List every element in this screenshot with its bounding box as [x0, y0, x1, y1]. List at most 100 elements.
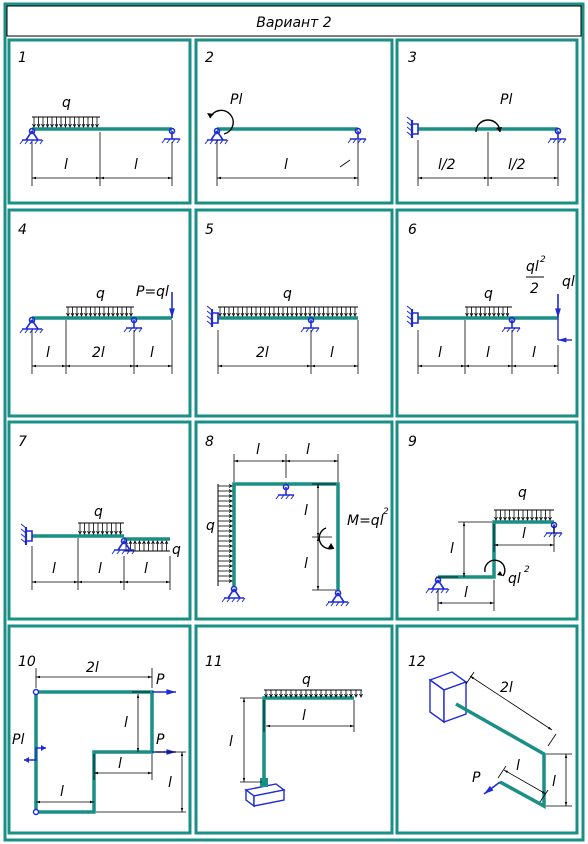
- fixed-block-icon: [428, 671, 468, 724]
- span-label: l: [144, 561, 148, 577]
- load-arrowhead: [281, 312, 285, 317]
- panel-7-diagram: q q l l l: [19, 504, 181, 590]
- load-arrowhead: [45, 123, 50, 128]
- dimension-label: l: [306, 442, 310, 458]
- load-arrowhead: [72, 123, 77, 128]
- load-arrowhead: [95, 123, 99, 128]
- hinge-icon: [32, 808, 40, 816]
- load-arrowhead: [231, 312, 236, 317]
- force-label: ql: [562, 274, 575, 290]
- span-label: l/2: [438, 157, 456, 173]
- load-arrowhead: [290, 312, 294, 317]
- load-arrowhead: [321, 312, 326, 317]
- load-arrowhead: [279, 693, 283, 698]
- load-arrowhead: [228, 534, 233, 538]
- load-arrowhead: [269, 693, 273, 698]
- load-arrowhead: [93, 312, 97, 317]
- load-arrowhead: [218, 312, 222, 317]
- load-arrowhead: [228, 574, 233, 578]
- load-arrowhead: [303, 312, 308, 317]
- load-arrowhead: [86, 123, 90, 128]
- load-arrowhead: [79, 312, 84, 317]
- load-arrowhead: [151, 540, 155, 545]
- dimension-label: 2l: [500, 680, 513, 696]
- load-arrowhead: [106, 312, 111, 317]
- panel-6-diagram: q ql 2 2 ql l l l: [405, 255, 575, 374]
- moment-exp-label: 2: [383, 507, 389, 517]
- load-arrowhead: [228, 484, 233, 488]
- load-label: q: [94, 504, 103, 520]
- load-arrowhead: [36, 123, 41, 128]
- load-arrowhead: [496, 312, 501, 317]
- load-arrowhead: [133, 540, 137, 545]
- load-arrowhead: [285, 312, 290, 317]
- load-arrowhead: [317, 312, 321, 317]
- load-arrowhead: [344, 312, 348, 317]
- load-arrowhead: [87, 530, 91, 535]
- dimension-line: [469, 675, 553, 731]
- load-arrowhead: [483, 312, 487, 317]
- load-arrowhead: [96, 530, 100, 535]
- panel-9-number: 9: [408, 434, 417, 450]
- load-label: q: [172, 542, 181, 558]
- load-arrowhead: [274, 693, 278, 698]
- panel-10-number: 10: [18, 654, 36, 670]
- load-label: q: [302, 672, 311, 688]
- load-arrowhead: [507, 516, 512, 521]
- panel-11-number: 11: [205, 654, 223, 670]
- load-arrowhead: [289, 693, 293, 698]
- moment-den-label: 2: [530, 281, 539, 297]
- dimension-label: l: [450, 541, 454, 557]
- load-arrowhead: [164, 540, 169, 545]
- span-label: l: [134, 157, 138, 173]
- load-arrowhead: [228, 514, 233, 518]
- load-arrowhead: [492, 312, 496, 317]
- panel-5-number: 5: [205, 222, 214, 238]
- panel-1-diagram: q l l: [19, 95, 181, 186]
- load-arrowhead: [344, 693, 348, 698]
- load-arrowhead: [349, 693, 353, 698]
- load-arrowhead: [505, 312, 510, 317]
- load-arrowhead: [91, 530, 96, 535]
- load-arrowhead: [312, 312, 317, 317]
- load-arrowhead: [319, 693, 323, 698]
- panel-12-diagram: P 2l l l: [428, 671, 572, 809]
- load-arrowhead: [228, 504, 233, 508]
- load-arrowhead: [128, 540, 133, 545]
- force-arrow: [483, 781, 501, 795]
- pin-support-icon: [19, 316, 44, 334]
- load-arrowhead: [227, 312, 231, 317]
- load-arrowhead: [228, 554, 233, 558]
- moment-label: Pl: [12, 732, 24, 748]
- load-arrowhead: [348, 312, 353, 317]
- span-label: l: [46, 345, 50, 361]
- dimension-label: l: [229, 734, 233, 750]
- panel-4-diagram: q P=ql l 2l l: [19, 284, 175, 374]
- load-arrowhead: [129, 312, 133, 317]
- load-arrowhead: [59, 123, 63, 128]
- pin-support-icon: [325, 589, 350, 607]
- load-arrowhead: [75, 312, 79, 317]
- force-label: P: [472, 770, 481, 786]
- load-arrowhead: [120, 312, 124, 317]
- panel-9-diagram: ql 2 q l l l: [425, 485, 563, 611]
- load-arrowhead: [521, 516, 525, 521]
- moment-arc: [209, 109, 234, 135]
- load-arrowhead: [82, 530, 87, 535]
- load-arrowhead: [534, 516, 539, 521]
- dimension-label: l: [302, 708, 306, 724]
- pin-support-icon: [221, 585, 246, 603]
- load-arrowhead: [124, 312, 129, 317]
- load-arrowhead: [109, 530, 114, 535]
- span-label: l: [284, 157, 288, 173]
- load-arrowhead: [324, 693, 328, 698]
- moment-exp-label: 2: [540, 255, 546, 265]
- load-arrowhead: [264, 693, 268, 698]
- load-arrowhead: [228, 539, 233, 543]
- dimension-label: 2l: [86, 660, 99, 676]
- load-arrowhead: [118, 530, 123, 535]
- load-arrowhead: [487, 312, 492, 317]
- moment-num-label: ql: [526, 259, 539, 275]
- load-arrowhead: [353, 312, 357, 317]
